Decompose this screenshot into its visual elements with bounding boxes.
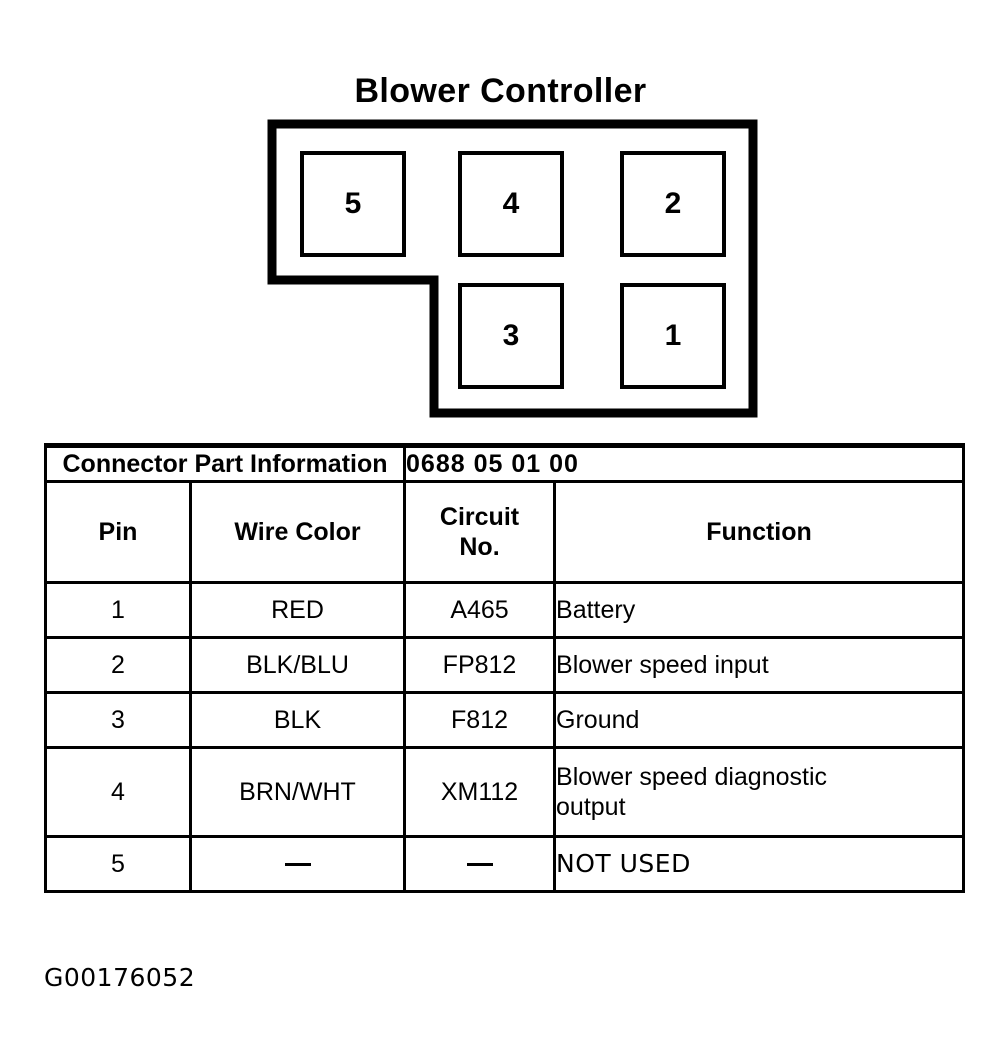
connector-pin-3[interactable]: 3 (458, 283, 564, 389)
column-header-circuit-no-line2: No. (459, 533, 500, 561)
cell-function-line2: output (556, 793, 626, 821)
cell-circuit-no: FP812 (403, 636, 557, 694)
column-header-circuit-no-line1: Circuit (439, 502, 520, 531)
cell-circuit-no: A465 (403, 581, 557, 639)
cell-function-line1: Blower speed diagnostic (556, 762, 828, 791)
cell-wire-color: BRN/WHT (188, 746, 407, 838)
cell-function: Ground (553, 691, 966, 749)
connector-pin-3-label: 3 (502, 319, 520, 352)
cell-function: Blower speed diagnostic output (553, 746, 966, 838)
table-row: 5 NOT USED (44, 835, 966, 893)
connector-pin-2[interactable]: 2 (620, 151, 726, 257)
connector-pin-4-label: 4 (502, 187, 520, 220)
table-row: 3 BLK F812 Ground (44, 691, 966, 749)
column-header-circuit-no: Circuit No. (403, 480, 557, 584)
cell-function-line1: Ground (556, 705, 640, 734)
cell-wire-color: BLK (188, 691, 407, 749)
table-header-row: Pin Wire Color Circuit No. Function (44, 480, 966, 584)
cell-pin: 2 (44, 636, 192, 694)
cell-pin: 4 (44, 746, 192, 838)
column-header-wire-color: Wire Color (188, 480, 407, 584)
cell-function-line1: Blower speed input (556, 650, 769, 679)
cell-function-line1: Battery (556, 595, 636, 624)
cell-function: Battery (553, 581, 966, 639)
page-title: Blower Controller (354, 72, 647, 110)
connector-pin-1[interactable]: 1 (620, 283, 726, 389)
connector-pin-5-label: 5 (344, 187, 362, 220)
connector-pin-4[interactable]: 4 (458, 151, 564, 257)
cell-wire-color: RED (188, 581, 407, 639)
cell-wire-color (188, 835, 407, 893)
cell-function: NOT USED (553, 835, 966, 893)
connector-part-info-label-text: Connector Part Information (62, 450, 388, 478)
cell-pin: 1 (44, 581, 192, 639)
cell-pin: 3 (44, 691, 192, 749)
cell-wire-color: BLK/BLU (188, 636, 407, 694)
table-row: 1 RED A465 Battery (44, 581, 966, 639)
cell-function-line1: NOT USED (556, 848, 691, 878)
em-dash-icon (466, 863, 493, 867)
cell-circuit-no: XM112 (403, 746, 557, 838)
column-header-function: Function (553, 480, 966, 584)
connector-part-number: 0688 05 01 00 (403, 443, 966, 483)
connector-diagram: 5 4 2 3 1 (0, 0, 1001, 440)
em-dash-icon (284, 863, 311, 867)
connector-pin-5[interactable]: 5 (300, 151, 406, 257)
table-row: 2 BLK/BLU FP812 Blower speed input (44, 636, 966, 694)
connector-part-info-row: Connector Part Information 0688 05 01 00 (43, 443, 966, 483)
cell-pin: 5 (44, 835, 192, 893)
pin-assignment-table: Connector Part Information 0688 05 01 00… (43, 443, 966, 893)
cell-circuit-no (403, 835, 557, 893)
table-row: 4 BRN/WHT XM112 Blower speed diagnostic … (44, 746, 966, 838)
column-header-pin: Pin (44, 480, 192, 584)
figure-caption: G00176052 (44, 963, 196, 992)
connector-outline-shape (267, 119, 758, 418)
cell-function: Blower speed input (553, 636, 966, 694)
connector-pin-2-label: 2 (664, 187, 682, 220)
cell-circuit-no: F812 (403, 691, 557, 749)
connector-pin-1-label: 1 (664, 319, 682, 352)
connector-part-info-label: Connector Part Information (43, 443, 407, 483)
